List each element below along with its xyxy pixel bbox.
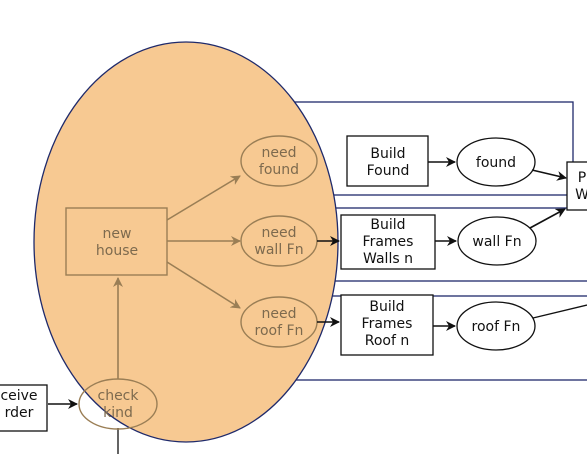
roof-fn-label: roof Fn xyxy=(472,319,521,335)
build-roof-box xyxy=(340,294,434,356)
arrow-wall-fn-to-cut-box xyxy=(529,208,566,229)
line-roof-fn-out xyxy=(532,304,587,319)
need-found-node xyxy=(240,135,318,187)
found-label: found xyxy=(476,155,516,171)
arrow-new-house-to-need-roof xyxy=(166,261,241,309)
receive-order-box xyxy=(0,384,48,432)
wall-fn-label: wall Fn xyxy=(472,234,521,250)
arrow-found-to-cut-box xyxy=(531,169,567,181)
roof-fn-node xyxy=(456,301,536,351)
build-walls-box xyxy=(340,214,436,270)
cut-off-box xyxy=(566,161,587,211)
build-found-box xyxy=(346,135,429,187)
arrow-new-house-to-need-found xyxy=(166,175,241,221)
wall-fn-node xyxy=(457,216,537,266)
found-node xyxy=(456,137,536,187)
